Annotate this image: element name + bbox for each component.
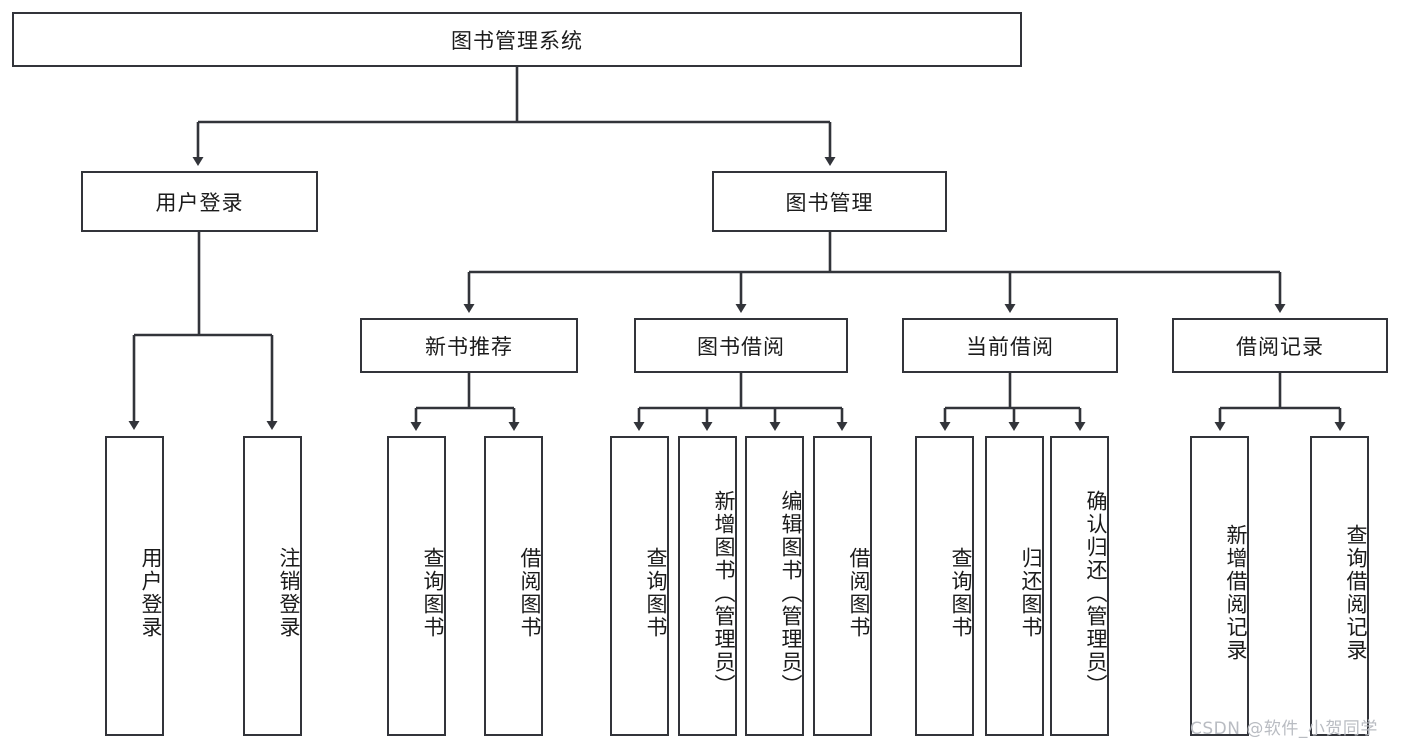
leaf-node-leaf-add-book[interactable]: 新增图书（管理员） <box>678 436 737 736</box>
node-label: 查询图书 <box>949 547 973 639</box>
leaf-node-leaf-return-book[interactable]: 归还图书 <box>985 436 1044 736</box>
node-label: 图书管理 <box>785 190 874 215</box>
level2-node-book-borrow[interactable]: 图书借阅 <box>634 318 848 373</box>
leaf-node-leaf-query-record[interactable]: 查询借阅记录 <box>1310 436 1369 736</box>
node-label: 当前借阅 <box>966 334 1054 359</box>
leaf-node-leaf-logout[interactable]: 注销登录 <box>243 436 302 736</box>
node-label: 借阅记录 <box>1236 334 1324 359</box>
leaf-node-leaf-query-book-2[interactable]: 查询图书 <box>610 436 669 736</box>
level1-node-user-login[interactable]: 用户登录 <box>81 171 318 232</box>
leaf-node-leaf-query-book-1[interactable]: 查询图书 <box>387 436 446 736</box>
node-label: 查询借阅记录 <box>1344 524 1368 662</box>
node-label: 新书推荐 <box>425 334 513 359</box>
node-label: 注销登录 <box>277 547 301 639</box>
csdn-watermark: CSDN @软件_小贺同学 <box>1190 719 1378 739</box>
level1-node-book-manage[interactable]: 图书管理 <box>712 171 947 232</box>
node-label: 查询图书 <box>421 547 445 639</box>
leaf-node-leaf-add-record[interactable]: 新增借阅记录 <box>1190 436 1249 736</box>
node-label: 新增借阅记录 <box>1224 524 1248 662</box>
root-node[interactable]: 图书管理系统 <box>12 12 1022 67</box>
leaf-node-leaf-borrow-book-2[interactable]: 借阅图书 <box>813 436 872 736</box>
node-label: 图书管理系统 <box>451 28 583 53</box>
node-label: 确认归还（管理员） <box>1084 489 1108 697</box>
node-label: 图书借阅 <box>697 334 785 359</box>
leaf-node-leaf-edit-book[interactable]: 编辑图书（管理员） <box>745 436 804 736</box>
node-label: 借阅图书 <box>518 547 542 639</box>
node-label: 归还图书 <box>1019 547 1043 639</box>
node-label: 借阅图书 <box>847 547 871 639</box>
leaf-node-leaf-confirm-return[interactable]: 确认归还（管理员） <box>1050 436 1109 736</box>
node-label: 用户登录 <box>139 547 163 639</box>
leaf-node-leaf-user-login[interactable]: 用户登录 <box>105 436 164 736</box>
leaf-node-leaf-borrow-book-1[interactable]: 借阅图书 <box>484 436 543 736</box>
node-label: 编辑图书（管理员） <box>779 489 803 697</box>
node-label: 新增图书（管理员） <box>712 489 736 697</box>
level2-node-borrow-record[interactable]: 借阅记录 <box>1172 318 1388 373</box>
node-label: 查询图书 <box>644 547 668 639</box>
node-label: 用户登录 <box>155 190 244 215</box>
leaf-node-leaf-query-book-3[interactable]: 查询图书 <box>915 436 974 736</box>
level2-node-current-borrow[interactable]: 当前借阅 <box>902 318 1118 373</box>
level2-node-new-book-recommend[interactable]: 新书推荐 <box>360 318 578 373</box>
